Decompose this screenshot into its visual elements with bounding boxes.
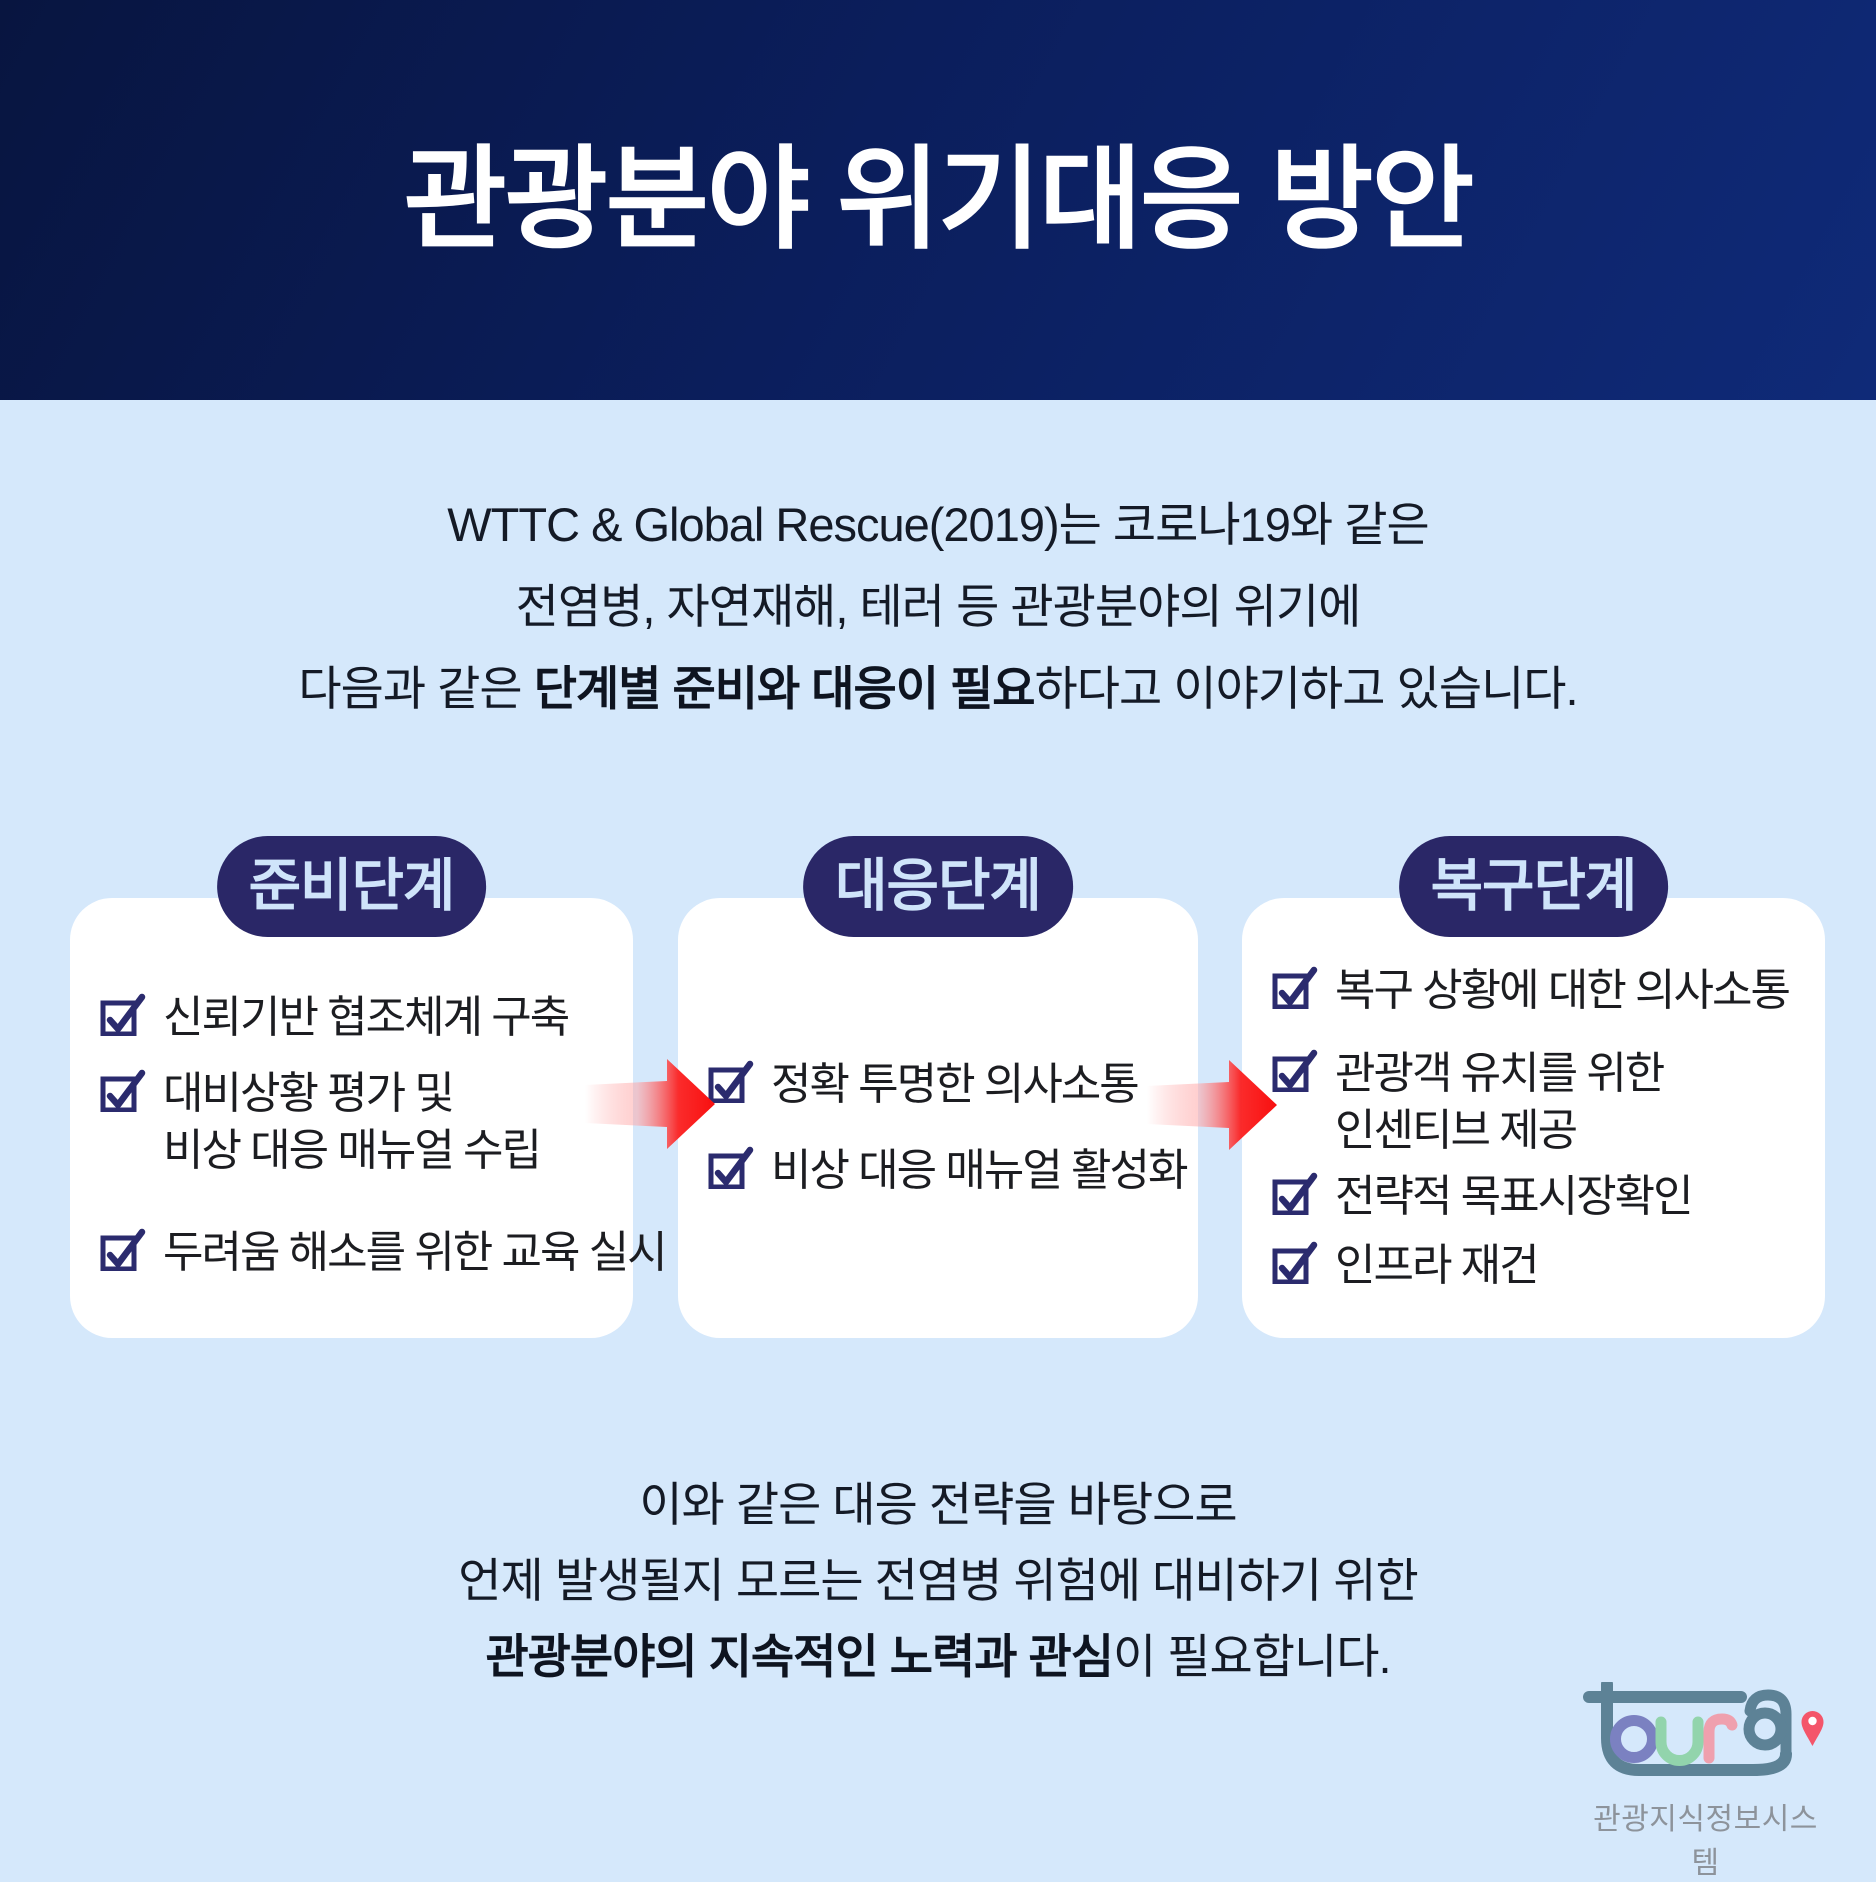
checkbox-icon [1272, 1046, 1318, 1092]
intro-paragraph: WTTC & Global Rescue(2019)는 코로나19와 같은 전염… [0, 484, 1876, 730]
stage-pill-label: 준비단계 [248, 854, 456, 918]
checkbox-icon [1272, 1238, 1318, 1284]
logo-letter-r [1703, 1713, 1738, 1764]
checkbox-icon [100, 1066, 146, 1112]
stage-pill-recovery: 복구단계 [1398, 836, 1669, 937]
logo-letter-o [1610, 1715, 1658, 1763]
checklist-item: 신뢰기반 협조체계 구축 [100, 989, 619, 1046]
stage-pill-label: 대응단계 [835, 854, 1042, 918]
intro-line-3: 다음과 같은 단계별 준비와 대응이 필요하다고 이야기하고 있습니다. [298, 662, 1578, 715]
logo-digit-9 [1744, 1689, 1792, 1762]
outro-line-1: 이와 같은 대응 전략을 바탕으로 [639, 1478, 1237, 1531]
checkbox-icon [100, 990, 146, 1036]
intro-line-2: 전염병, 자연재해, 테러 등 관광분야의 위기에 [515, 580, 1362, 633]
checkbox-icon [100, 1225, 146, 1271]
checklist-item: 인프라 재건 [1272, 1237, 1811, 1294]
header-banner: 관광분야 위기대응 방안 [0, 0, 1876, 400]
arrow-right-icon [1147, 1060, 1277, 1150]
checklist-item: 복구 상황에 대한 의사소통 [1272, 962, 1811, 1019]
stage-pill-label: 복구단계 [1430, 854, 1638, 918]
checkbox-icon [1272, 963, 1318, 1009]
checkbox-icon [1272, 1169, 1318, 1215]
intro-line-1: WTTC & Global Rescue(2019)는 코로나19와 같은 [447, 498, 1429, 551]
arrow-right-icon [585, 1059, 715, 1149]
tour9-logo: 관광지식정보시스템 [1583, 1678, 1833, 1880]
stage-pill-response: 대응단계 [803, 836, 1073, 937]
checklist-item: 정확 투명한 의사소통 [708, 1056, 1184, 1113]
page-title: 관광분야 위기대응 방안 [403, 137, 1475, 262]
logo-caption: 관광지식정보시스템 [1593, 1803, 1818, 1880]
outro-paragraph: 이와 같은 대응 전략을 바탕으로 언제 발생될지 모르는 전염병 위험에 대비… [0, 1467, 1876, 1695]
location-pin-icon [1801, 1711, 1824, 1746]
outro-line-3: 관광분야의 지속적인 노력과 관심이 필요합니다. [485, 1630, 1391, 1683]
checkbox-icon [708, 1143, 754, 1189]
logo-letter-u [1655, 1716, 1704, 1766]
outro-line-2: 언제 발생될지 모르는 전염병 위험에 대비하기 위한 [458, 1554, 1418, 1607]
stage-card-response: 대응단계 정확 투명한 의사소통 비상 대응 매뉴얼 활성화 [678, 836, 1198, 1338]
checklist-item: 비상 대응 매뉴얼 활성화 [708, 1142, 1188, 1199]
stage-pill-preparation: 준비단계 [216, 836, 487, 937]
checklist-item: 두려움 해소를 위한 교육 실시 [100, 1224, 668, 1281]
tour9-logo-mark [1583, 1678, 1824, 1776]
checklist-item: 전략적 목표시장확인 [1272, 1168, 1811, 1225]
